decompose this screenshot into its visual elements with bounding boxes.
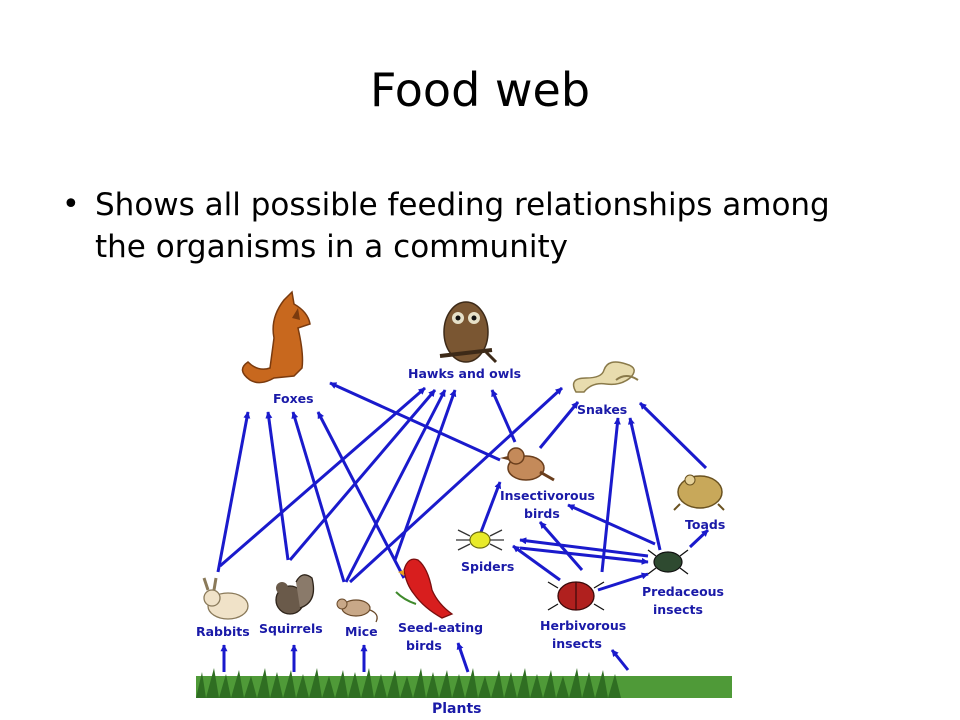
predaceous-insect-icon: [647, 549, 689, 575]
owl-icon: [439, 301, 498, 364]
arrow-spiders-insect-birds: [476, 481, 502, 541]
arrow-predaceous-spiders: [519, 537, 649, 558]
label-insectivorous-2: birds: [524, 506, 560, 521]
arrow-mice-foxes: [291, 411, 346, 583]
arrow-rabbits-hawks: [219, 386, 426, 568]
arrow-squirrels-hawks: [288, 389, 437, 561]
label-snakes: Snakes: [577, 402, 627, 417]
bullet-dot-icon: •: [62, 187, 80, 222]
label-predaceous-2: insects: [653, 602, 703, 617]
arrow-squirrels-foxes: [265, 411, 290, 561]
label-mice: Mice: [345, 624, 378, 639]
arrow-plants-herbivorous: [610, 649, 630, 671]
arrow-predaceous-snakes: [627, 417, 662, 551]
arrow-plants-seed-birds: [456, 642, 470, 673]
arrow-herbivorous-spiders: [512, 544, 561, 582]
feeding-arrows: [216, 381, 710, 673]
label-seed-eating-1: Seed-eating: [398, 620, 483, 635]
arrow-herbivorous-snakes: [600, 417, 621, 573]
arrow-insect-birds-snakes: [538, 401, 580, 449]
label-seed-eating-2: birds: [406, 638, 442, 653]
snake-icon: [572, 361, 639, 393]
spider-icon: [456, 529, 504, 551]
arrow-seed-birds-foxes: [316, 411, 406, 579]
arrow-predaceous-insect-birds: [567, 503, 656, 546]
label-herbivorous-1: Herbivorous: [540, 618, 626, 633]
label-plants: Plants: [432, 701, 482, 717]
arrow-predaceous-toads: [688, 528, 710, 549]
label-spiders: Spiders: [461, 559, 514, 574]
arrow-mice-hawks: [344, 389, 447, 583]
arrow-toads-snakes: [638, 401, 708, 470]
squirrel-icon: [275, 574, 315, 615]
herbivorous-beetle-icon: [547, 581, 605, 611]
arrow-insect-birds-foxes: [329, 381, 501, 462]
slide-title: Food web: [369, 63, 591, 117]
label-rabbits: Rabbits: [196, 624, 250, 639]
arrow-mice-snakes: [348, 386, 564, 584]
arrow-spiders-predaceous: [519, 546, 649, 565]
label-toads: Toads: [685, 517, 725, 532]
arrow-rabbits-foxes: [216, 411, 251, 573]
toad-icon: [673, 474, 725, 511]
label-hawks: Hawks and owls: [408, 366, 521, 381]
bullet-text: Shows all possible feeding relationships…: [95, 187, 830, 265]
fox-icon: [241, 290, 311, 384]
label-foxes: Foxes: [273, 391, 314, 406]
label-squirrels: Squirrels: [259, 621, 323, 636]
grass-strip: [196, 668, 732, 698]
arrow-herbivorous-predaceous: [597, 572, 649, 592]
cardinal-icon: [395, 558, 454, 619]
label-herbivorous-2: insects: [552, 636, 602, 651]
label-insectivorous-1: Insectivorous: [500, 488, 595, 503]
mouse-icon: [336, 598, 378, 623]
label-predaceous-1: Predaceous: [642, 584, 724, 599]
rabbit-icon: [202, 577, 249, 620]
insectivorous-bird-icon: [500, 447, 555, 482]
